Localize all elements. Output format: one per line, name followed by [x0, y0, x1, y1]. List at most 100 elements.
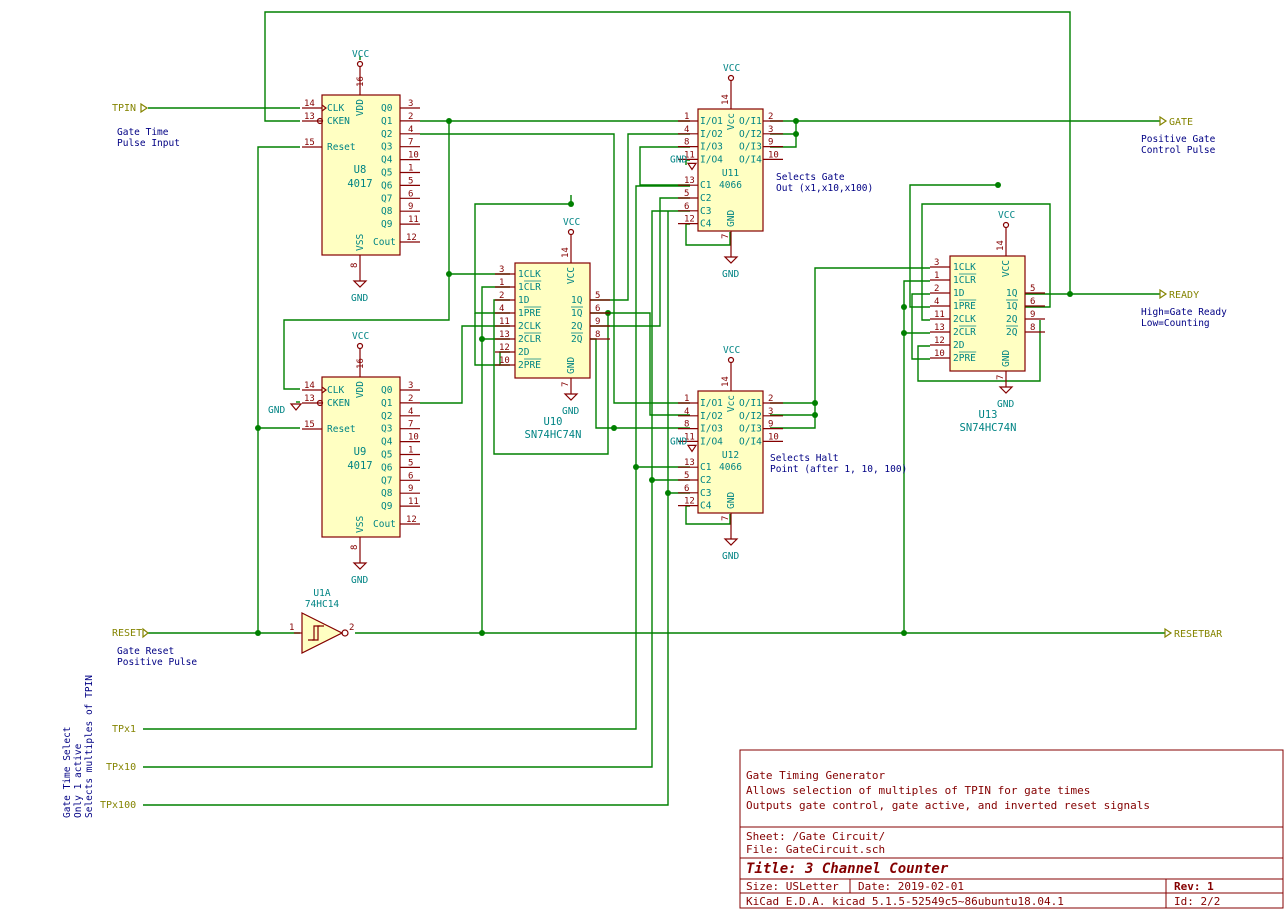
- pin-number: 3: [934, 258, 939, 268]
- pin-number: 13: [499, 330, 510, 340]
- pin-number: 2: [408, 112, 413, 122]
- pin-number: 13: [934, 323, 945, 333]
- vcc-label: VCC: [723, 345, 740, 356]
- vcc-symbol: [1002, 221, 1010, 229]
- pin-name: Q0: [381, 103, 393, 114]
- pin-name: 1CLR: [953, 275, 976, 286]
- port-gate[interactable]: GATE: [1169, 117, 1193, 128]
- pin-name: 2Q: [571, 321, 583, 332]
- pin-number: 11: [408, 215, 419, 225]
- u9-body: [321, 376, 401, 538]
- port-resetbar[interactable]: RESETBAR: [1174, 629, 1223, 640]
- pin-number: 7: [996, 375, 1006, 380]
- pin-number: 2: [768, 394, 773, 404]
- port-tpx100[interactable]: TPx100: [100, 800, 136, 811]
- note-ready-high: High=Gate Ready: [1141, 307, 1227, 318]
- note-selects-halt: Selects Halt: [770, 453, 839, 464]
- pin-number: 6: [684, 202, 689, 212]
- pin-number: 15: [304, 138, 315, 148]
- pin-number: 11: [934, 310, 945, 320]
- pin-number: 4: [408, 407, 413, 417]
- pin-name: Q9: [381, 219, 393, 230]
- pin-number: 6: [595, 304, 600, 314]
- pin-number: 11: [684, 150, 695, 160]
- pin-name: Q9: [381, 501, 393, 512]
- pin-number: 9: [408, 202, 413, 212]
- gnd-label: GND: [562, 406, 579, 417]
- pin-name: 2PRE: [953, 353, 976, 364]
- pin-name: VCC: [566, 267, 577, 284]
- pin-name: C2: [700, 193, 711, 204]
- pin-name: 2CLR: [518, 334, 541, 345]
- pin-number: 8: [684, 420, 689, 430]
- wires: [143, 11, 1165, 806]
- pin-name: O/I4: [739, 436, 762, 447]
- pin-name: C1: [700, 462, 712, 473]
- pin-number: 7: [561, 382, 571, 387]
- port-tpin[interactable]: TPIN: [112, 103, 136, 114]
- notes: Gate Time Pulse Input Gate Reset Positiv…: [62, 127, 1227, 818]
- pin-number: 5: [1030, 284, 1035, 294]
- part-reference: U9: [354, 446, 367, 458]
- pin-name: C4: [700, 501, 712, 512]
- pin-number: 13: [304, 112, 315, 122]
- pin-name: I/O1: [700, 116, 723, 127]
- pin-number: 9: [408, 484, 413, 494]
- gnd-label: GND: [351, 575, 368, 586]
- pin-number: 15: [304, 420, 315, 430]
- gnd-symbol: [686, 444, 698, 453]
- pin-name: C3: [700, 206, 711, 217]
- pin-name: O/I1: [739, 116, 762, 127]
- note-selects-multiples: Selects multiples of TPIN: [84, 675, 95, 818]
- pin-name: 1Q: [1006, 301, 1018, 312]
- part-value: 74HC14: [305, 599, 340, 610]
- pin-name: 2Q: [571, 334, 583, 345]
- pin-name: Q2: [381, 411, 392, 422]
- part-reference: U10: [544, 416, 563, 428]
- pin-number: 10: [499, 356, 510, 366]
- note-selects-halt-2: Point (after 1, 10, 100): [770, 464, 907, 475]
- pin-name: GND: [1001, 350, 1012, 367]
- port-labels: TPIN RESET TPx1 TPx10 TPx100 GATE READY …: [100, 102, 1223, 811]
- part-reference: U13: [979, 409, 998, 421]
- pin-number: 12: [406, 515, 417, 525]
- port-ready[interactable]: READY: [1169, 290, 1199, 301]
- pin-number: 6: [684, 484, 689, 494]
- pin-number: 12: [499, 343, 510, 353]
- pin-name: 1Q: [1006, 288, 1018, 299]
- pin-name: C3: [700, 488, 711, 499]
- port-reset[interactable]: RESET: [112, 628, 142, 639]
- gnd-label: GND: [722, 269, 739, 280]
- pin-number: 7: [721, 234, 731, 239]
- pin-number: 3: [408, 381, 413, 391]
- inversion-bubble: [316, 399, 324, 407]
- pin-name: Q5: [381, 450, 392, 461]
- pin-name: VCC: [1001, 260, 1012, 277]
- pin-name: Cout: [373, 519, 396, 530]
- gnd-symbol: [723, 538, 739, 546]
- pin-number: 5: [408, 176, 413, 186]
- pin-number: 4: [684, 125, 689, 135]
- port-tpx1[interactable]: TPx1: [112, 724, 136, 735]
- pin-name: Q7: [381, 475, 392, 486]
- pin-number: 4: [499, 304, 504, 314]
- title-block-date: Date: 2019-02-01: [858, 880, 964, 893]
- pin-name: O/I2: [739, 129, 762, 140]
- pin-name: Q1: [381, 116, 393, 127]
- pin-name: O/I3: [739, 142, 762, 153]
- pin-number: 8: [350, 545, 360, 550]
- pin-name: 2D: [953, 340, 965, 351]
- pin-number: 10: [768, 432, 779, 442]
- pin-name: 2CLR: [953, 327, 976, 338]
- title-block-file: File: GateCircuit.sch: [746, 843, 885, 856]
- part-reference: U1A: [313, 588, 330, 599]
- schmitt-symbol: [308, 625, 320, 641]
- pin-name: Q6: [381, 462, 393, 473]
- gnd-symbol: [352, 562, 368, 570]
- pin-name: O/I1: [739, 398, 762, 409]
- port-tpx10[interactable]: TPx10: [106, 762, 136, 773]
